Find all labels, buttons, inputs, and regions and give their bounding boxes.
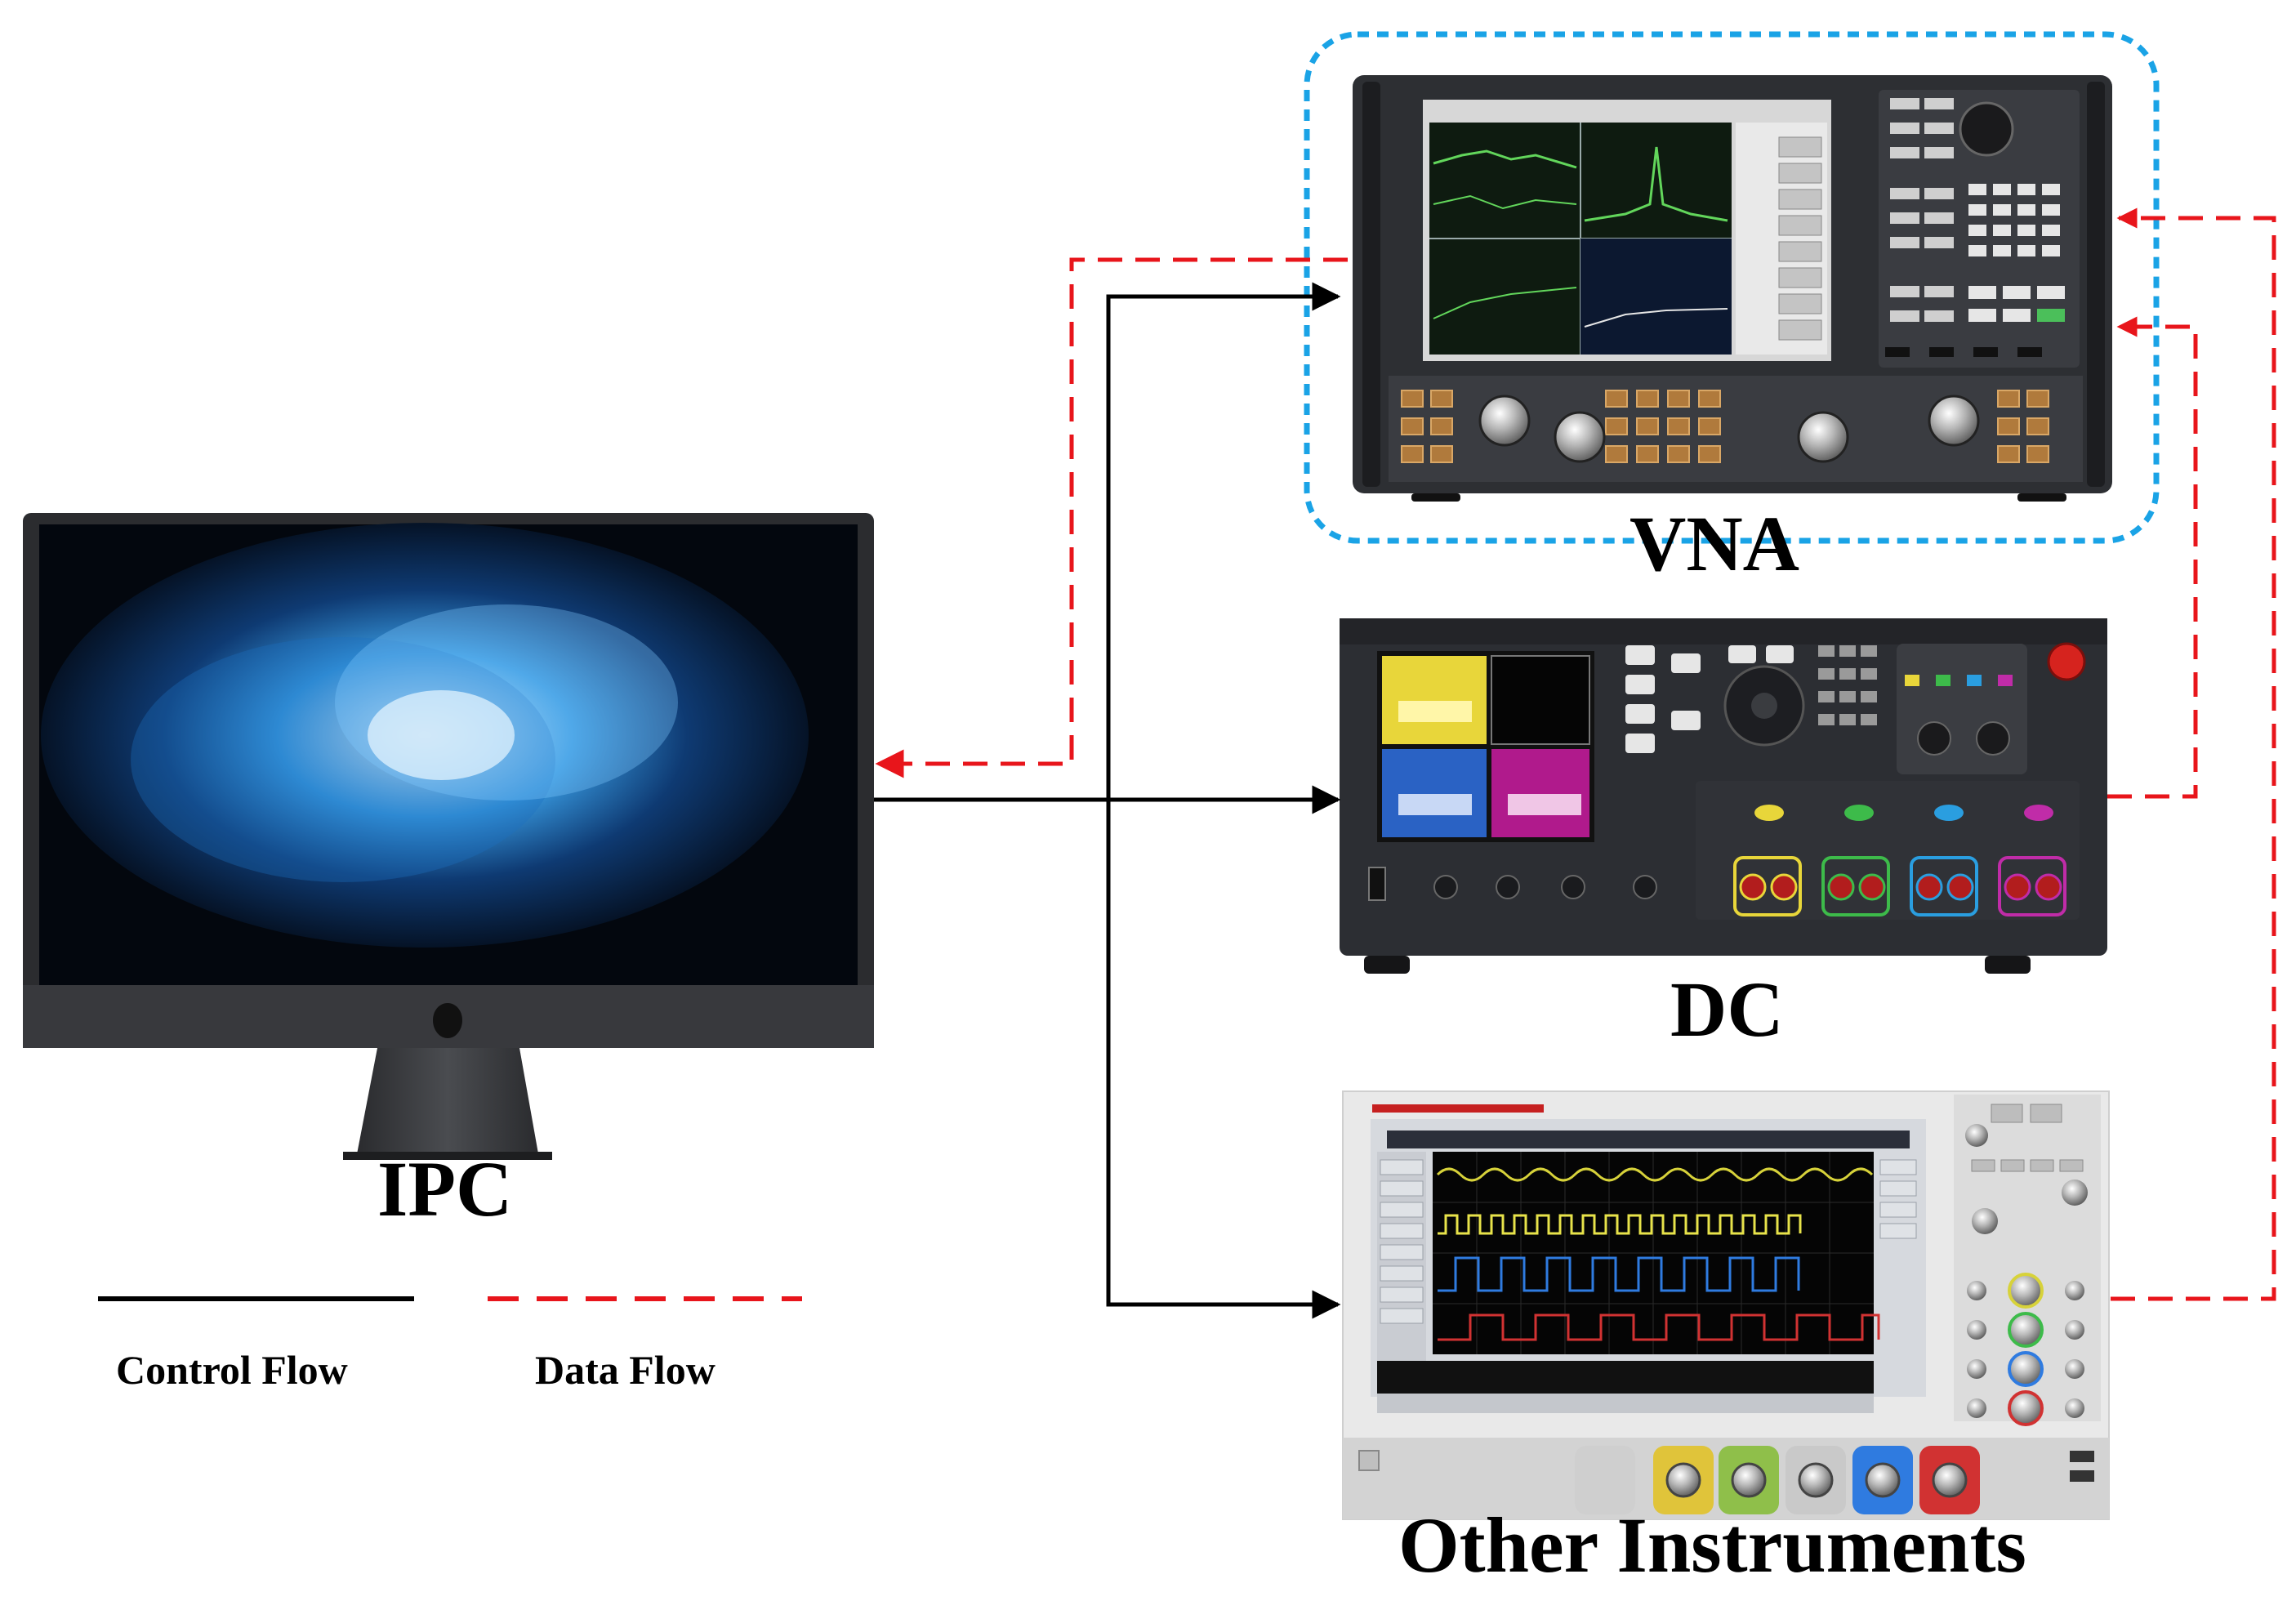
oscilloscope-icon bbox=[1342, 1090, 2110, 1520]
data-flow-arrows bbox=[875, 207, 2276, 1301]
legend-data-flow-label: Data Flow bbox=[535, 1347, 716, 1393]
control-flow-to-other bbox=[1106, 800, 1341, 1319]
control-flow-to-vna bbox=[1106, 282, 1341, 800]
dc-power-analyzer-icon bbox=[1340, 618, 2107, 974]
legend-control-flow-label: Control Flow bbox=[116, 1347, 348, 1393]
ipc-computer-icon bbox=[23, 513, 874, 1160]
vna-instrument-icon bbox=[1353, 75, 2112, 502]
data-flow-dc-to-vna bbox=[2107, 316, 2198, 799]
data-flow-vna-to-ipc bbox=[875, 257, 1348, 778]
vna-highlight-box bbox=[1304, 31, 2160, 544]
data-flow-other-to-vna bbox=[2111, 207, 2276, 1301]
other-instruments-label: Other Instruments bbox=[1398, 1501, 2026, 1589]
control-flow-arrows bbox=[874, 282, 1341, 1319]
ipc-label: IPC bbox=[377, 1145, 513, 1233]
dc-label: DC bbox=[1670, 966, 1784, 1053]
vna-label: VNA bbox=[1629, 500, 1799, 587]
